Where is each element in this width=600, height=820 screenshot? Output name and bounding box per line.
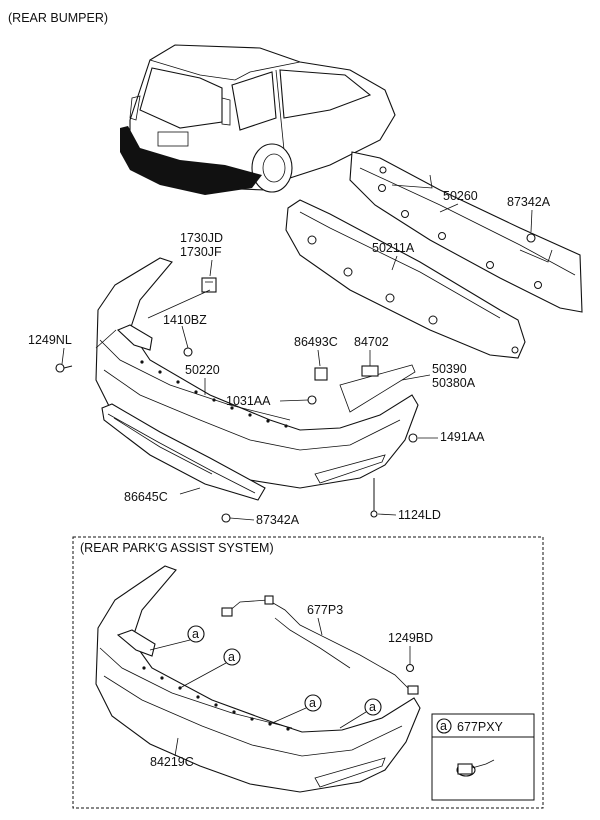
callout-a-3: a [309,696,316,710]
fasteners [55,233,536,523]
park-assist-section-title: (REAR PARK'G ASSIST SYSTEM) [80,541,274,555]
label-1249bd: 1249BD [388,631,433,645]
label-87342a-top: 87342A [507,195,551,209]
part-84219c-bumper-cover [95,565,421,793]
label-86493c: 86493C [294,335,338,349]
park-assist-section-border [72,536,544,809]
label-86645c: 86645C [124,490,168,504]
part-50211a-absorber [285,199,526,359]
label-50260: 50260 [443,189,478,203]
label-1124ld: 1124LD [398,508,441,522]
sensor-legend-box: a 677PXY [431,713,535,801]
leader-lines-upper [61,203,533,521]
label-1730jf: 1730JF [180,245,222,259]
part-677p3-wiring [221,595,419,695]
label-677p3: 677P3 [307,603,343,617]
label-1031aa: 1031AA [226,394,271,408]
legend-callout-a: a [440,719,447,733]
sensor-callouts: a a a a [149,625,382,729]
label-50380a: 50380A [432,376,476,390]
label-84702: 84702 [354,335,389,349]
callout-a-1: a [192,627,199,641]
callout-a-4: a [369,700,376,714]
label-1410bz: 1410BZ [163,313,207,327]
part-86645c-molding [101,403,266,501]
vehicle-illustration [120,44,396,195]
cover-holes [140,360,288,428]
label-1730jd: 1730JD [180,231,223,245]
labels-upper: 50260 87342A 50211A 1730JD 1730JF 1410BZ… [28,189,551,527]
part-1730jd-bracket [201,277,217,293]
label-1491aa: 1491AA [440,430,485,444]
label-1249nl: 1249NL [28,333,72,347]
label-87342a-bot: 87342A [256,513,300,527]
diagram-title: (REAR BUMPER) [8,11,108,25]
label-677pxy: 677PXY [457,720,504,734]
callout-a-2: a [228,650,235,664]
label-84219c: 84219C [150,755,194,769]
sensor-icon [456,759,495,777]
label-50390: 50390 [432,362,467,376]
part-50260-beam [349,151,583,313]
label-50220: 50220 [185,363,220,377]
label-50211a: 50211A [372,241,415,255]
labels-lower: 677P3 1249BD 84219C [150,603,433,769]
